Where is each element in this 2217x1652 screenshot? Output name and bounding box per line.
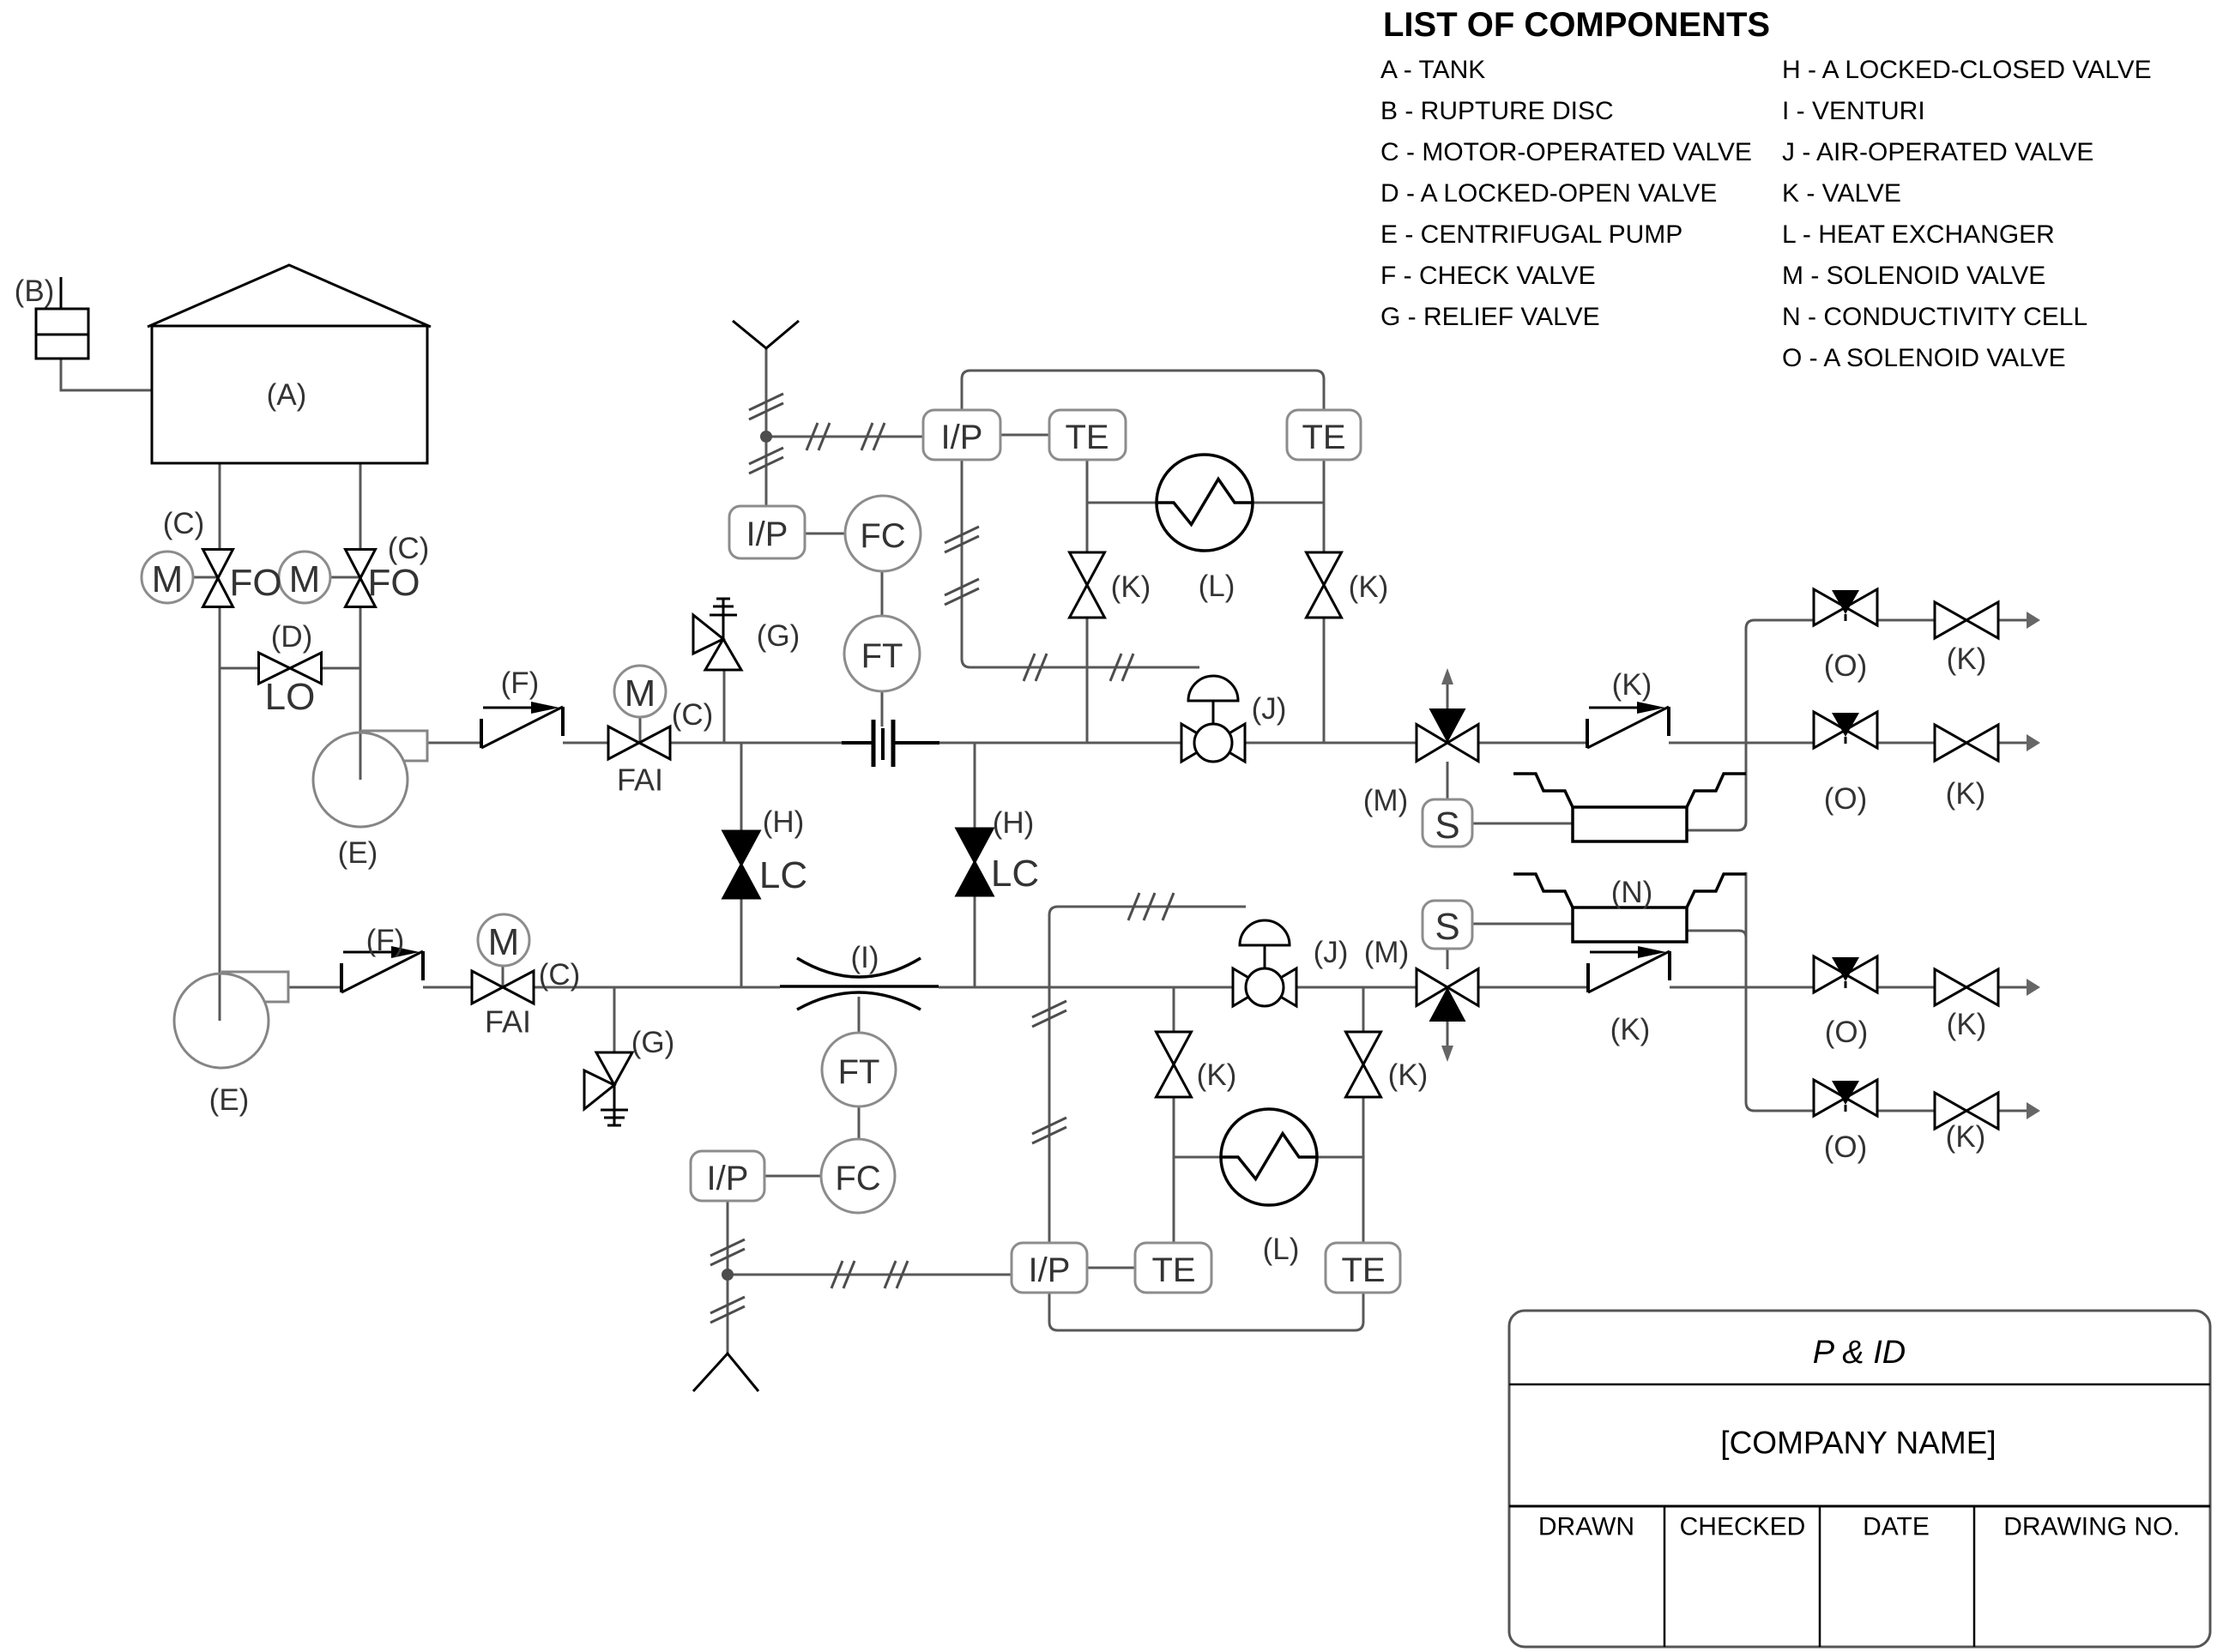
svg-text:DRAWN: DRAWN [1538,1512,1634,1540]
svg-text:(E): (E) [338,836,378,870]
svg-text:L - HEAT EXCHANGER: L - HEAT EXCHANGER [1782,220,2055,249]
svg-text:DRAWING NO.: DRAWING NO. [2003,1512,2180,1540]
svg-text:K - VALVE: K - VALVE [1782,179,1901,208]
svg-text:(B): (B) [15,274,55,308]
svg-text:DATE: DATE [1863,1512,1930,1540]
svg-text:TE: TE [1151,1251,1195,1289]
svg-text:[COMPANY NAME]: [COMPANY NAME] [1720,1426,1996,1461]
svg-text:M: M [488,921,520,963]
svg-text:(F): (F) [501,666,540,700]
svg-text:(G): (G) [757,619,800,653]
svg-text:(F): (F) [366,924,405,957]
svg-text:B - RUPTURE DISC: B - RUPTURE DISC [1380,97,1614,125]
svg-text:LC: LC [991,853,1039,895]
svg-text:(I): (I) [850,941,879,974]
svg-text:(G): (G) [631,1026,675,1059]
svg-text:CHECKED: CHECKED [1680,1512,1806,1540]
svg-text:FO: FO [367,562,420,604]
svg-text:(C): (C) [163,507,205,540]
svg-text:FT: FT [838,1053,880,1091]
svg-text:(A): (A) [267,378,307,412]
svg-text:FC: FC [835,1160,880,1197]
svg-text:F - CHECK VALVE: F - CHECK VALVE [1380,262,1596,290]
svg-text:(O): (O) [1824,1130,1868,1164]
svg-text:C - MOTOR-OPERATED VALVE: C - MOTOR-OPERATED VALVE [1380,138,1752,166]
svg-text:(K): (K) [1946,1120,1986,1154]
svg-text:FAI: FAI [617,762,663,797]
svg-text:G - RELIEF VALVE: G - RELIEF VALVE [1380,303,1600,331]
svg-text:FC: FC [860,517,905,555]
svg-text:(L): (L) [1199,570,1235,603]
svg-text:FT: FT [861,637,903,675]
svg-text:(K): (K) [1388,1058,1429,1092]
svg-text:M: M [152,558,184,600]
svg-text:J - AIR-OPERATED VALVE: J - AIR-OPERATED VALVE [1782,138,2093,166]
svg-text:TE: TE [1065,419,1108,456]
svg-text:(J): (J) [1252,692,1287,726]
svg-text:(E): (E) [209,1083,250,1117]
svg-text:(H): (H) [993,806,1035,840]
svg-text:(J): (J) [1314,936,1349,969]
svg-text:O - A SOLENOID VALVE: O - A SOLENOID VALVE [1782,344,2066,372]
svg-text:I - VENTURI: I - VENTURI [1782,97,1925,125]
svg-text:FO: FO [229,562,281,604]
svg-text:(D): (D) [271,620,313,654]
svg-text:(M): (M) [1364,936,1409,969]
svg-text:TE: TE [1341,1251,1385,1289]
svg-text:P & ID: P & ID [1813,1335,1906,1371]
svg-text:(M): (M) [1363,784,1408,817]
svg-text:M: M [289,558,321,600]
svg-text:(C): (C) [388,532,430,565]
svg-text:I/P: I/P [941,419,983,456]
svg-text:(K): (K) [1111,570,1151,604]
svg-text:(N): (N) [1611,876,1653,909]
svg-text:(O): (O) [1824,782,1868,816]
svg-text:(K): (K) [1947,1008,1987,1041]
svg-text:TE: TE [1302,419,1345,456]
svg-text:I/P: I/P [746,515,788,553]
svg-text:(O): (O) [1824,649,1868,683]
svg-text:(K): (K) [1947,642,1987,676]
svg-text:LC: LC [759,854,807,896]
svg-text:I/P: I/P [707,1160,749,1197]
svg-text:D - A LOCKED-OPEN VALVE: D - A LOCKED-OPEN VALVE [1380,179,1717,208]
svg-text:(K): (K) [1610,1013,1651,1046]
svg-text:E - CENTRIFUGAL PUMP: E - CENTRIFUGAL PUMP [1380,220,1682,249]
svg-text:(H): (H) [763,805,805,839]
svg-text:S: S [1435,906,1459,948]
svg-text:(K): (K) [1197,1058,1237,1092]
svg-text:(K): (K) [1349,570,1389,604]
svg-text:(L): (L) [1263,1233,1300,1266]
svg-text:(C): (C) [672,698,714,732]
svg-text:H - A LOCKED-CLOSED VALVE: H - A LOCKED-CLOSED VALVE [1782,56,2152,84]
svg-text:M - SOLENOID VALVE: M - SOLENOID VALVE [1782,262,2045,290]
svg-text:N - CONDUCTIVITY CELL: N - CONDUCTIVITY CELL [1782,303,2087,331]
svg-text:(K): (K) [1946,777,1986,811]
svg-text:S: S [1435,805,1459,847]
svg-text:(O): (O) [1825,1016,1869,1049]
svg-text:LO: LO [265,676,316,718]
svg-text:(C): (C) [539,958,581,992]
svg-text:A - TANK: A - TANK [1380,56,1485,84]
svg-text:I/P: I/P [1029,1251,1071,1289]
svg-text:LIST OF COMPONENTS: LIST OF COMPONENTS [1383,6,1770,44]
svg-text:M: M [625,672,656,714]
svg-text:(K): (K) [1612,668,1652,702]
svg-text:FAI: FAI [485,1004,531,1039]
